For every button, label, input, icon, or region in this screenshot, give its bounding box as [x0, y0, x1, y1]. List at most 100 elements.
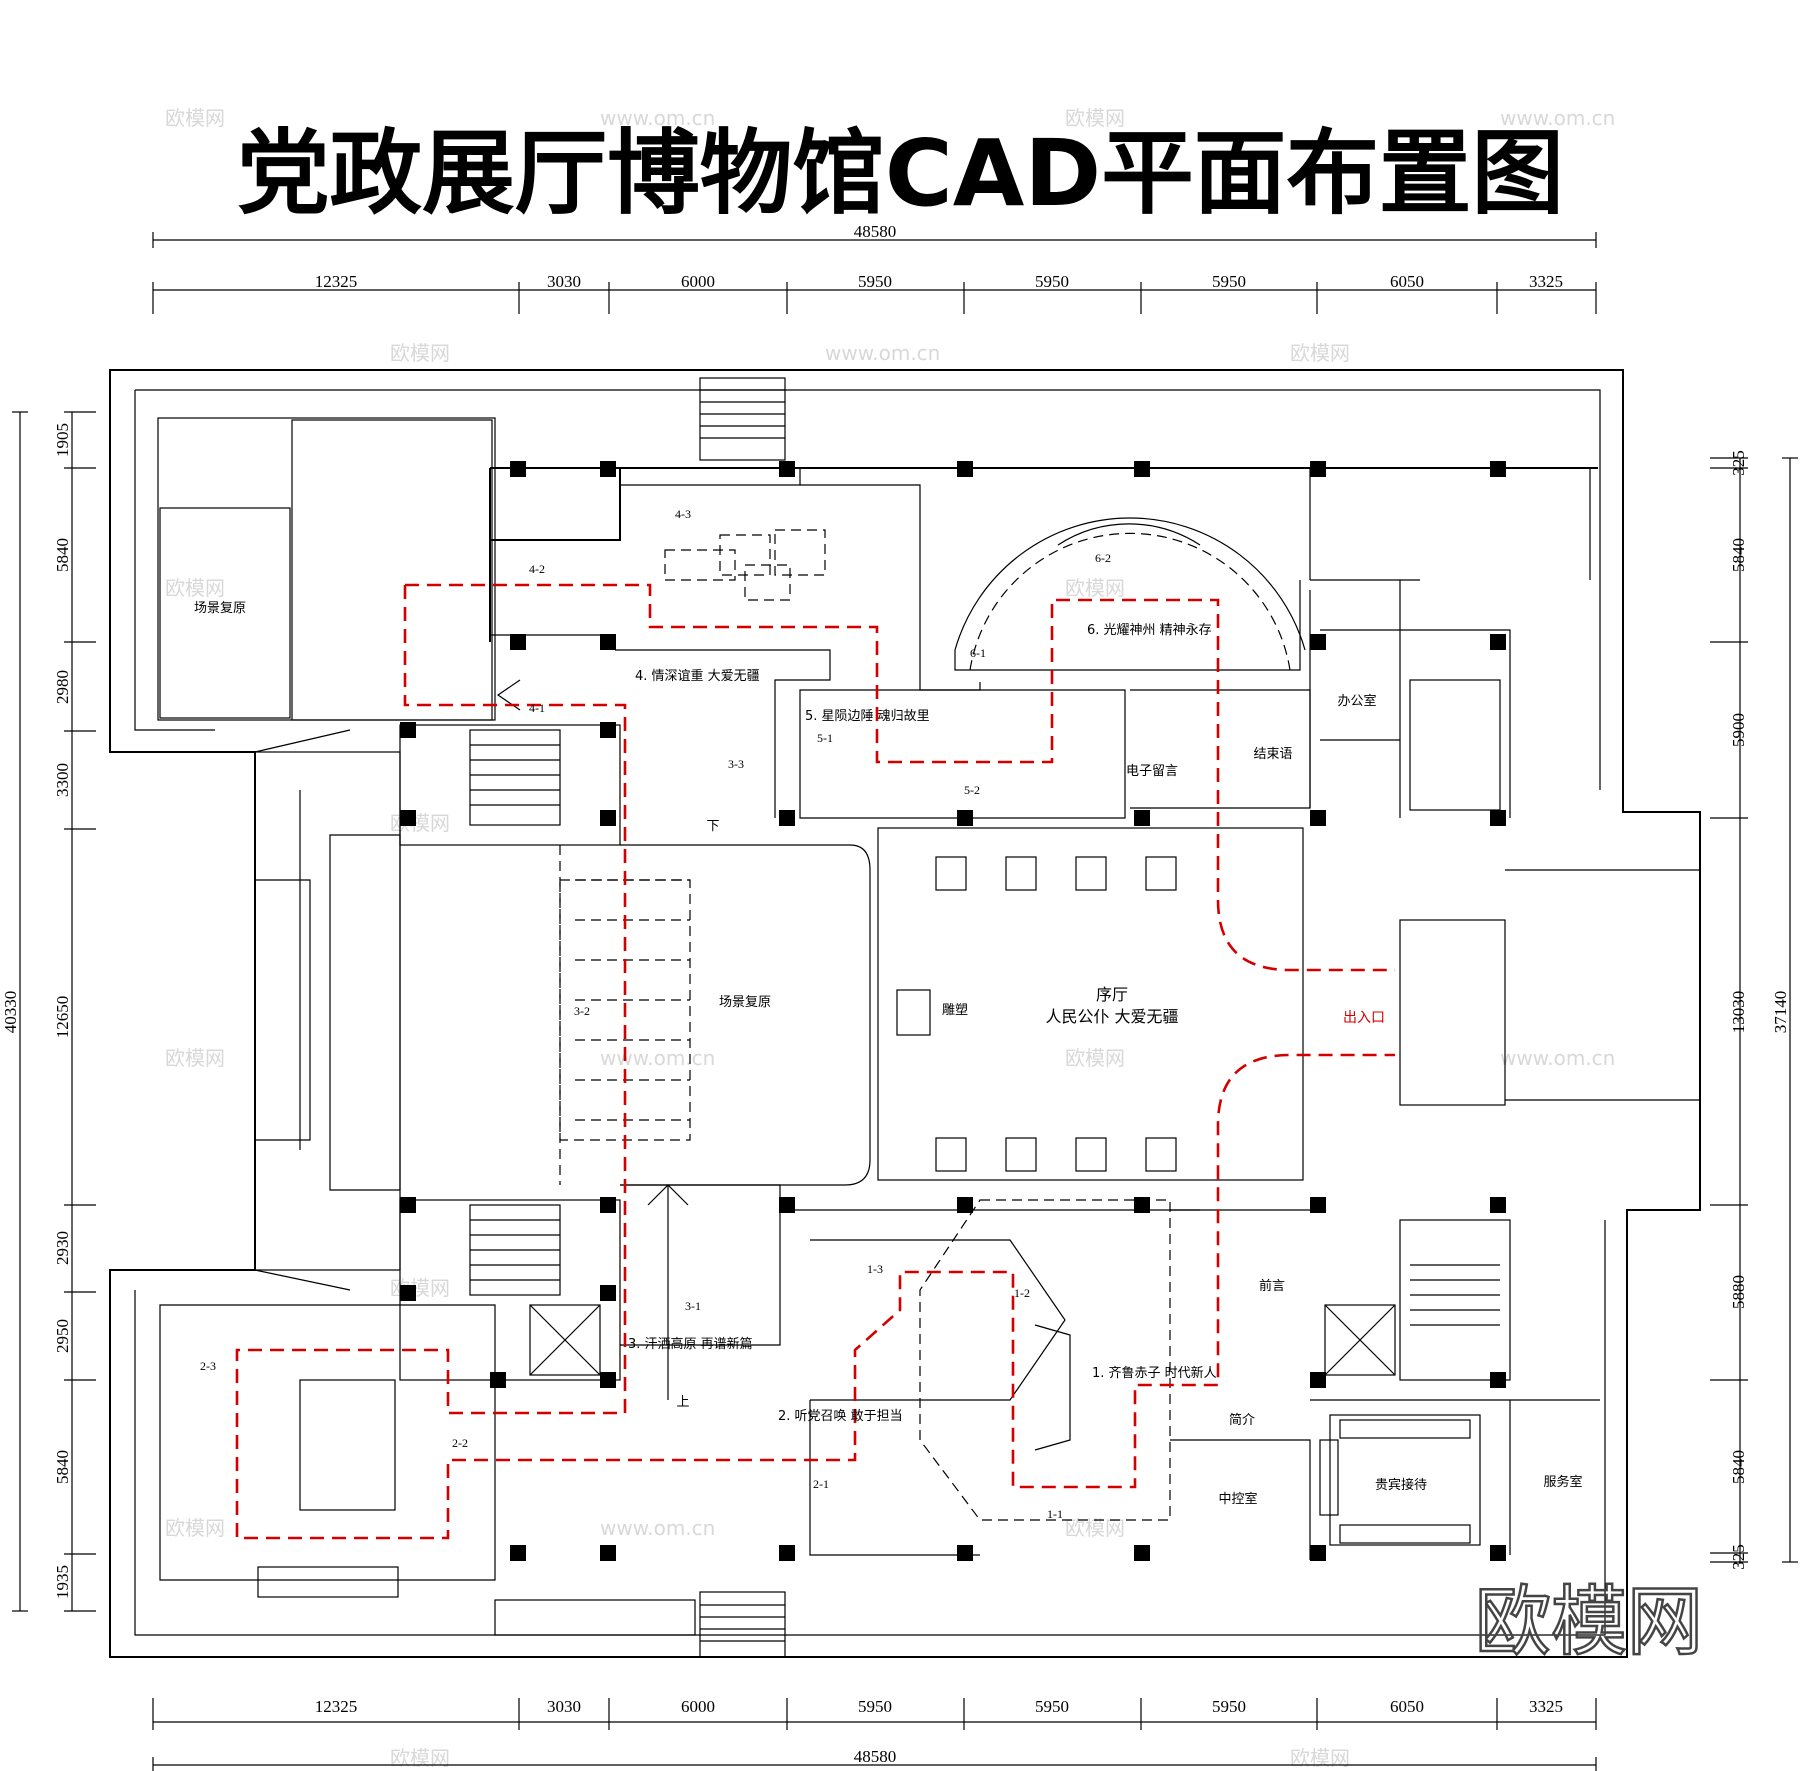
- dim-right-seg: 13030: [1729, 991, 1748, 1034]
- right-dimensions: 325 5840 5900 13030 5880 5840 325 37140: [1710, 450, 1798, 1570]
- watermark-url: www.om.cn: [1500, 1046, 1615, 1070]
- zone-3-2: 3-2: [574, 1004, 590, 1018]
- dim-right-seg: 5900: [1729, 713, 1748, 747]
- zone-6-1: 6-1: [970, 646, 986, 660]
- dim-left-seg: 5840: [53, 1450, 72, 1484]
- room-sculpture: 雕塑: [942, 1003, 968, 1018]
- watermark-url: www.om.cn: [600, 1516, 715, 1540]
- dim-right-seg: 5880: [1729, 1275, 1748, 1309]
- zone-4-1: 4-1: [529, 701, 545, 715]
- section-3: 3. 汗洒高原 再谱新篇: [628, 1336, 753, 1352]
- dim-top-total: 48580: [854, 222, 897, 241]
- zone-3-3: 3-3: [728, 757, 744, 771]
- dim-top-seg: 5950: [1035, 272, 1069, 291]
- room-vip: 贵宾接待: [1375, 1477, 1427, 1493]
- columns: [400, 461, 1506, 1561]
- section-4: 4. 情深谊重 大爱无疆: [635, 668, 760, 684]
- stair-up-label: 上: [676, 1395, 689, 1410]
- watermark-brand: 欧模网: [165, 1516, 225, 1540]
- dim-top-seg: 5950: [1212, 272, 1246, 291]
- dim-left-seg: 1905: [53, 423, 72, 457]
- watermark-brand: 欧模网: [1065, 1046, 1125, 1070]
- top-dimensions: 48580 12325 3030 6000 5950 5950 5950 605…: [152, 222, 1597, 314]
- zone-2-3: 2-3: [200, 1359, 216, 1373]
- dim-top-seg: 3030: [547, 272, 581, 291]
- dim-right-total: 37140: [1771, 991, 1790, 1034]
- dim-right-seg: 325: [1729, 1544, 1748, 1570]
- room-e-message: 电子留言: [1126, 764, 1178, 779]
- dim-left-seg: 2980: [53, 670, 72, 704]
- dim-left-seg: 12650: [53, 996, 72, 1039]
- section-2: 2. 听党召唤 敢于担当: [778, 1409, 903, 1424]
- dim-right-seg: 325: [1729, 450, 1748, 476]
- page-title: 党政展厅博物馆CAD平面布置图: [237, 120, 1564, 227]
- watermark-url: www.om.cn: [600, 1046, 715, 1070]
- watermark-brand: 欧模网: [1290, 341, 1350, 365]
- dim-left-seg: 1935: [53, 1565, 72, 1599]
- dim-bottom-seg: 12325: [315, 1697, 358, 1716]
- dim-bottom-total: 48580: [854, 1747, 897, 1766]
- watermark-url: www.om.cn: [600, 106, 715, 130]
- dim-top-seg: 6000: [681, 272, 715, 291]
- dim-bottom-seg: 3030: [547, 1697, 581, 1716]
- zone-1-1: 1-1: [1047, 1507, 1063, 1521]
- dim-top-seg: 5950: [858, 272, 892, 291]
- watermark-url: www.om.cn: [1500, 106, 1615, 130]
- dim-bottom-seg: 5950: [858, 1697, 892, 1716]
- dim-bottom-seg: 6000: [681, 1697, 715, 1716]
- tour-route: [235, 583, 1395, 1540]
- dim-bottom-seg: 3325: [1529, 1697, 1563, 1716]
- watermark-brand: 欧模网: [390, 1276, 450, 1300]
- dim-right-seg: 5840: [1729, 1450, 1748, 1484]
- dim-top-seg: 3325: [1529, 272, 1563, 291]
- room-hall: 序厅: [1096, 985, 1128, 1004]
- dim-left-seg: 5840: [53, 538, 72, 572]
- watermark-brand: 欧模网: [165, 106, 225, 130]
- zone-5-2: 5-2: [964, 783, 980, 797]
- watermark-brand: 欧模网: [390, 1746, 450, 1770]
- room-intro: 简介: [1229, 1412, 1255, 1428]
- room-service: 服务室: [1543, 1474, 1582, 1490]
- stair-down-label: 下: [706, 819, 719, 834]
- watermark-brand: 欧模网: [1065, 576, 1125, 600]
- watermark-brand: 欧模网: [390, 811, 450, 835]
- room-scene-restore-mid: 场景复原: [719, 995, 771, 1010]
- zone-3-1: 3-1: [685, 1299, 701, 1313]
- watermark-brand: 欧模网: [165, 1046, 225, 1070]
- section-5: 5. 星陨边陲 魂归故里: [805, 708, 930, 724]
- zone-1-3: 1-3: [867, 1262, 883, 1276]
- dim-bottom-seg: 6050: [1390, 1697, 1424, 1716]
- dim-top-seg: 12325: [315, 272, 358, 291]
- dim-right-seg: 5840: [1729, 538, 1748, 572]
- dim-left-seg: 3300: [53, 763, 72, 797]
- watermark-brand: 欧模网: [165, 576, 225, 600]
- watermark-big: 欧模网: [1475, 1577, 1703, 1666]
- room-labels: 场景复原 4-3 4-2 4-1 4. 情深谊重 大爱无疆 5. 星陨边陲 魂归…: [194, 507, 1583, 1521]
- entrance-label: 出入口: [1343, 1010, 1385, 1026]
- zone-5-1: 5-1: [817, 731, 833, 745]
- zone-1-2: 1-2: [1014, 1286, 1030, 1300]
- zone-2-2: 2-2: [452, 1436, 468, 1450]
- watermark-brand: 欧模网: [390, 341, 450, 365]
- left-dimensions: 40330 1905 5840 2980 3300 12650 2930 295…: [1, 411, 96, 1612]
- room-control: 中控室: [1218, 1491, 1257, 1507]
- watermark-brand: 欧模网: [1290, 1746, 1350, 1770]
- room-preface: 前言: [1259, 1278, 1285, 1294]
- section-1: 1. 齐鲁赤子 时代新人: [1092, 1365, 1217, 1381]
- dim-left-seg: 2930: [53, 1231, 72, 1265]
- watermark-url: www.om.cn: [825, 341, 940, 365]
- hall-motto: 人民公仆 大爱无疆: [1045, 1007, 1178, 1026]
- dim-top-seg: 6050: [1390, 272, 1424, 291]
- watermark-layer: 欧模网 www.om.cn 欧模网 www.om.cn 欧模网 www.om.c…: [165, 106, 1615, 1770]
- dim-left-total: 40330: [1, 991, 20, 1034]
- zone-4-2: 4-2: [529, 562, 545, 576]
- room-scene-restore-nw: 场景复原: [194, 601, 246, 616]
- zone-4-3: 4-3: [675, 507, 691, 521]
- dim-left-seg: 2950: [53, 1319, 72, 1353]
- building-walls: [109, 369, 1701, 1658]
- section-6: 6. 光耀神州 精神永存: [1087, 623, 1212, 638]
- room-epilogue: 结束语: [1253, 747, 1292, 762]
- zone-6-2: 6-2: [1095, 551, 1111, 565]
- bottom-dimensions: 12325 3030 6000 5950 5950 5950 6050 3325…: [152, 1697, 1597, 1771]
